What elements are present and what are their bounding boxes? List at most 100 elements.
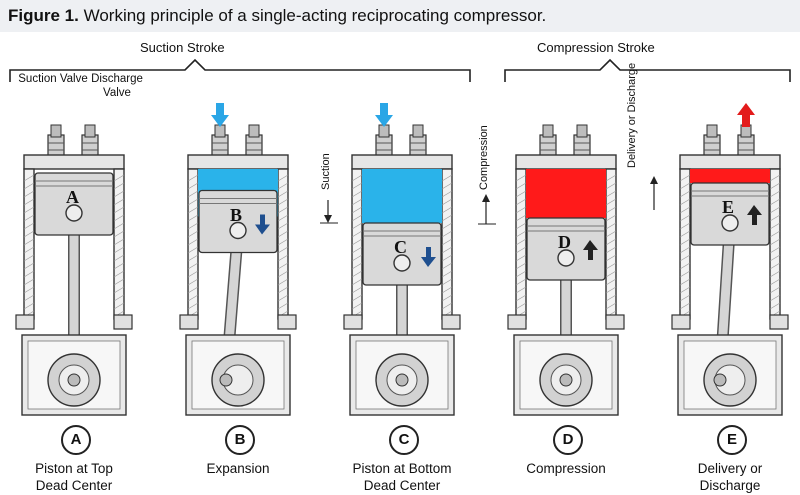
- cylinder-head: [351, 154, 453, 170]
- flange-left: [343, 314, 363, 330]
- piston-pin: [229, 221, 247, 240]
- caption-line-1: Piston at Top: [35, 461, 113, 476]
- piston-letter: E: [722, 197, 735, 217]
- crank-pin: [559, 373, 573, 387]
- crank-pin: [219, 373, 233, 387]
- gas-chamber: [526, 169, 606, 218]
- panel-marker-e: E: [717, 425, 747, 455]
- piston: [526, 217, 606, 281]
- caption-line-1: Delivery or: [697, 461, 763, 476]
- crank-pin: [713, 373, 727, 387]
- figure-number: Figure 1.: [8, 6, 79, 25]
- piston-pin: [65, 204, 83, 222]
- cylinder-head: [23, 154, 125, 170]
- discharge-valve-label: Discharge Valve: [91, 73, 143, 99]
- suction-valve-label: Suction Valve: [18, 73, 88, 85]
- cylinder-head: [187, 154, 289, 170]
- piston-up-arrow: [583, 240, 598, 260]
- suction-stroke-label: Suction Stroke: [140, 40, 225, 55]
- piston-down-arrow: [421, 247, 436, 267]
- panel-marker-c: C: [389, 425, 419, 455]
- flange-right: [769, 314, 789, 330]
- cylinder-head: [515, 154, 617, 170]
- compressor-panel-e: E: [670, 95, 790, 425]
- compressor-panel-b: B: [178, 95, 298, 425]
- caption-line-2: Dead Center: [35, 478, 113, 493]
- delivery-side-label-text: Delivery or Discharge: [626, 62, 638, 168]
- flange-left: [671, 314, 691, 330]
- suction-valve: [47, 124, 65, 158]
- discharge-valve: [409, 124, 427, 158]
- compression-brace: [504, 58, 791, 82]
- suction-valve: [211, 124, 229, 158]
- crank-pin: [395, 373, 409, 387]
- compressor-drawing-b: [179, 103, 297, 416]
- suction-valve: [539, 124, 557, 158]
- caption-line-2: Dead Center: [363, 478, 441, 493]
- caption-line-2: Discharge: [699, 478, 761, 493]
- suction-side-arrow: [320, 200, 338, 224]
- flange-left: [179, 314, 199, 330]
- piston-down-arrow: [255, 214, 270, 235]
- compressor-drawing-a: [15, 124, 133, 416]
- panel-caption-b: Expansion: [168, 460, 308, 477]
- delivery-side-label: Delivery or Discharge: [626, 63, 638, 168]
- suction-valve: [703, 124, 721, 158]
- discharge-valve: [573, 124, 591, 158]
- gas-chamber: [362, 169, 442, 223]
- crank-pin: [67, 373, 81, 387]
- discharge-valve: [81, 124, 99, 158]
- panel-marker-d: D: [553, 425, 583, 455]
- piston: [34, 172, 114, 236]
- piston-letter: A: [66, 187, 79, 207]
- piston-pin: [557, 249, 575, 267]
- piston: [362, 222, 442, 286]
- discharge-arrow: [737, 103, 755, 127]
- flange-left: [507, 314, 527, 330]
- piston-pin: [393, 254, 411, 272]
- flange-right: [113, 314, 133, 330]
- figure-title: Figure 1. Working principle of a single-…: [8, 6, 546, 26]
- piston: [690, 182, 770, 246]
- stroke-braces: [9, 58, 791, 82]
- piston-letter: D: [558, 232, 571, 252]
- compressor-panel-a: A: [14, 95, 134, 425]
- gas-chamber: [690, 169, 770, 183]
- piston-letter: C: [394, 237, 407, 257]
- compressor-drawing-d: [507, 124, 625, 416]
- discharge-valve: [245, 124, 263, 158]
- compressor-drawing-c: [343, 103, 461, 416]
- piston-letter: B: [230, 204, 243, 225]
- flange-right: [277, 314, 297, 330]
- suction-valve: [375, 124, 393, 158]
- flange-right: [605, 314, 625, 330]
- cylinder-head: [679, 154, 781, 170]
- panel-marker-a: A: [61, 425, 91, 455]
- delivery-side-arrow: [650, 176, 658, 210]
- compression-stroke-label: Compression Stroke: [537, 40, 655, 55]
- compressor-drawing-e: [671, 103, 789, 416]
- suction-brace: [9, 58, 471, 82]
- compression-side-label: Compression: [478, 125, 490, 190]
- figure-caption: Working principle of a single-acting rec…: [83, 6, 547, 25]
- panel-marker-b: B: [225, 425, 255, 455]
- intake-arrow: [375, 103, 393, 127]
- piston-up-arrow: [747, 205, 762, 225]
- piston-pin: [721, 214, 739, 232]
- compressor-panel-d: D: [506, 95, 626, 425]
- intake-arrow: [211, 103, 229, 127]
- title-bar: Figure 1. Working principle of a single-…: [0, 0, 800, 32]
- panel-caption-e: Delivery or Discharge: [660, 460, 800, 494]
- piston: [198, 189, 278, 254]
- compression-side-arrow: [478, 194, 496, 225]
- caption-line-1: Expansion: [206, 461, 270, 476]
- caption-line-1: Compression: [526, 461, 606, 476]
- flange-left: [15, 314, 35, 330]
- caption-line-1: Piston at Bottom: [352, 461, 452, 476]
- panel-caption-d: Compression: [496, 460, 636, 477]
- flange-right: [441, 314, 461, 330]
- discharge-valve: [737, 124, 755, 158]
- compressor-panel-c: C: [342, 95, 462, 425]
